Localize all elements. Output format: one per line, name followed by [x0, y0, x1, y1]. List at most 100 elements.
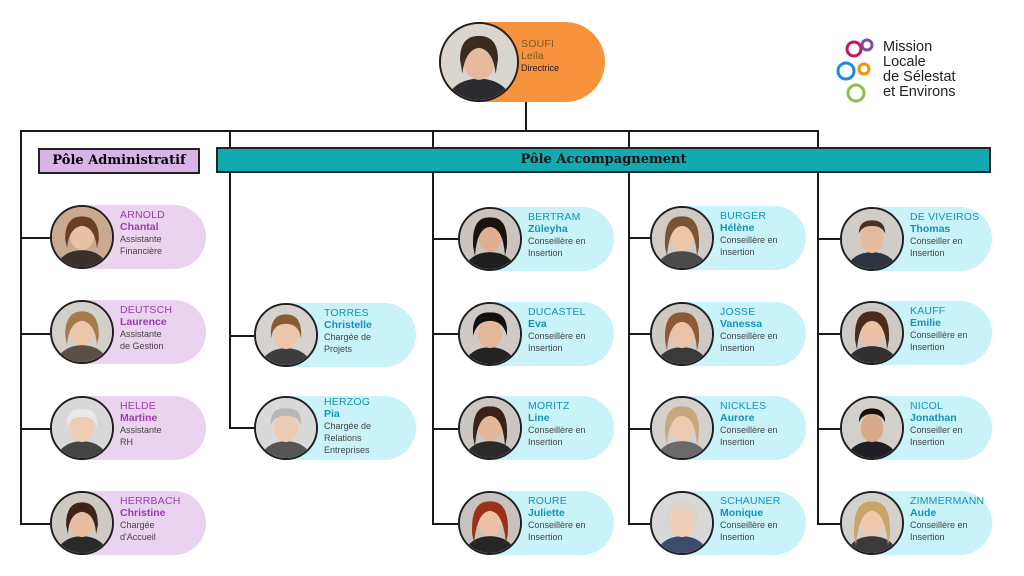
branch [229, 427, 257, 429]
person-photo [50, 491, 114, 555]
person-last-name: NICOL [910, 400, 944, 412]
branch [229, 335, 257, 337]
person-last-name: JOSSE [720, 306, 756, 318]
person-first-name: Jonathan [910, 412, 957, 424]
branch [432, 428, 460, 430]
person-card[interactable]: KAUFF Emilie Conseillère en Insertion [840, 301, 992, 365]
person-role: Conseillère en [910, 330, 968, 340]
person-card[interactable]: DEUTSCH Laurence Assistante de Gestion [50, 300, 206, 364]
person-card[interactable]: DUCASTEL Eva Conseillère en Insertion [458, 302, 614, 366]
person-role: Insertion [910, 248, 945, 258]
person-card[interactable]: SCHAUNER Monique Conseillère en Insertio… [650, 491, 806, 555]
person-role: Insertion [720, 532, 755, 542]
person-photo [650, 396, 714, 460]
person-card[interactable]: JOSSE Vanessa Conseillère en Insertion [650, 302, 806, 366]
person-last-name: HERRBACH [120, 495, 181, 507]
person-role: Conseillère en [720, 235, 778, 245]
person-last-name: HELDE [120, 400, 157, 412]
person-last-name: KAUFF [910, 305, 946, 317]
logo-text: Mission Locale de Sélestat et Environs [883, 40, 956, 100]
person-first-name: Aurore [720, 412, 755, 424]
person-last-name: SCHAUNER [720, 495, 781, 507]
person-role: Chargée de [324, 421, 372, 431]
person-card[interactable]: DE VIVEIROS Thomas Conseiller en Inserti… [840, 207, 992, 271]
person-role: Conseillère en [528, 236, 586, 246]
person-photo [50, 205, 114, 269]
person-card[interactable]: MORITZ Line Conseillère en Insertion [458, 396, 614, 460]
mission-locale-logo [834, 35, 876, 107]
person-card[interactable]: ARNOLD Chantal Assistante Financière [50, 205, 206, 269]
person-card[interactable]: NICKLES Aurore Conseillère en Insertion [650, 396, 806, 460]
branch [817, 238, 843, 240]
person-photo [458, 207, 522, 271]
person-card[interactable]: ZIMMERMANN Aude Conseillère en Insertion [840, 491, 992, 555]
person-first-name: Christine [120, 507, 166, 519]
branch [628, 523, 652, 525]
branch [628, 428, 652, 430]
person-first-name: Emilie [910, 317, 941, 329]
branch [20, 428, 52, 430]
person-role: Entreprises [324, 445, 370, 455]
person-first-name: Line [528, 412, 550, 424]
vline-col2 [229, 130, 231, 429]
person-role: Conseillère en [720, 331, 778, 341]
person-photo [50, 396, 114, 460]
person-role: Conseillère en [910, 520, 968, 530]
person-role: d'Accueil [120, 532, 156, 542]
director-stem [525, 100, 527, 132]
person-role: Conseiller en [910, 236, 963, 246]
person-photo [840, 491, 904, 555]
person-last-name: BURGER [720, 210, 767, 222]
branch [20, 523, 52, 525]
person-role: Conseiller en [910, 425, 963, 435]
person-card[interactable]: HELDE Martine Assistante RH [50, 396, 206, 460]
person-last-name: NICKLES [720, 400, 767, 412]
logo-circles-icon [836, 38, 874, 103]
person-role: Conseillère en [528, 331, 586, 341]
person-role: Relations [324, 433, 362, 443]
person-card[interactable]: NICOL Jonathan Conseiller en Insertion [840, 396, 992, 460]
branch [432, 238, 460, 240]
logo-line: et Environs [883, 84, 956, 100]
person-last-name: ROURE [528, 495, 567, 507]
person-first-name: Züleyha [528, 223, 568, 235]
director-card[interactable]: SOUFI Leïla Directrice [439, 22, 605, 102]
person-first-name: Leïla [521, 50, 544, 62]
person-photo [650, 206, 714, 270]
person-first-name: Eva [528, 318, 547, 330]
person-role: Insertion [910, 437, 945, 447]
vline-col3 [432, 130, 434, 525]
logo-line: Locale [883, 54, 926, 70]
person-last-name: ARNOLD [120, 209, 165, 221]
person-card[interactable]: HERRBACH Christine Chargée d'Accueil [50, 491, 206, 555]
branch [817, 428, 843, 430]
person-role: Insertion [528, 437, 563, 447]
person-last-name: DEUTSCH [120, 304, 173, 316]
person-card[interactable]: BERTRAM Züleyha Conseillère en Insertion [458, 207, 614, 271]
person-last-name: DE VIVEIROS [910, 211, 980, 223]
person-card[interactable]: ROURE Juliette Conseillère en Insertion [458, 491, 614, 555]
person-photo [650, 491, 714, 555]
person-role: RH [120, 437, 133, 447]
person-last-name: SOUFI [521, 38, 555, 50]
person-last-name: BERTRAM [528, 211, 581, 223]
person-card[interactable]: BURGER Hélène Conseillère en Insertion [650, 206, 806, 270]
pole-accompagnement-bar: Pôle Accompagnement [216, 147, 991, 173]
person-last-name: TORRES [324, 307, 369, 319]
person-first-name: Chantal [120, 221, 159, 233]
top-horizontal-line [20, 130, 819, 132]
person-card[interactable]: HERZOG Pia Chargée de Relations Entrepri… [254, 396, 416, 460]
person-role: Insertion [528, 248, 563, 258]
person-first-name: Pia [324, 408, 340, 420]
person-role: Chargée de [324, 332, 372, 342]
person-role: Insertion [528, 343, 563, 353]
person-last-name: ZIMMERMANN [910, 495, 985, 507]
person-role: Conseillère en [528, 425, 586, 435]
person-photo [50, 300, 114, 364]
person-role: Insertion [528, 532, 563, 542]
person-card[interactable]: TORRES Christelle Chargée de Projets [254, 303, 416, 367]
person-first-name: Thomas [910, 223, 951, 235]
person-first-name: Juliette [528, 507, 565, 519]
person-role: de Gestion [120, 341, 164, 351]
person-role: Assistante [120, 425, 162, 435]
